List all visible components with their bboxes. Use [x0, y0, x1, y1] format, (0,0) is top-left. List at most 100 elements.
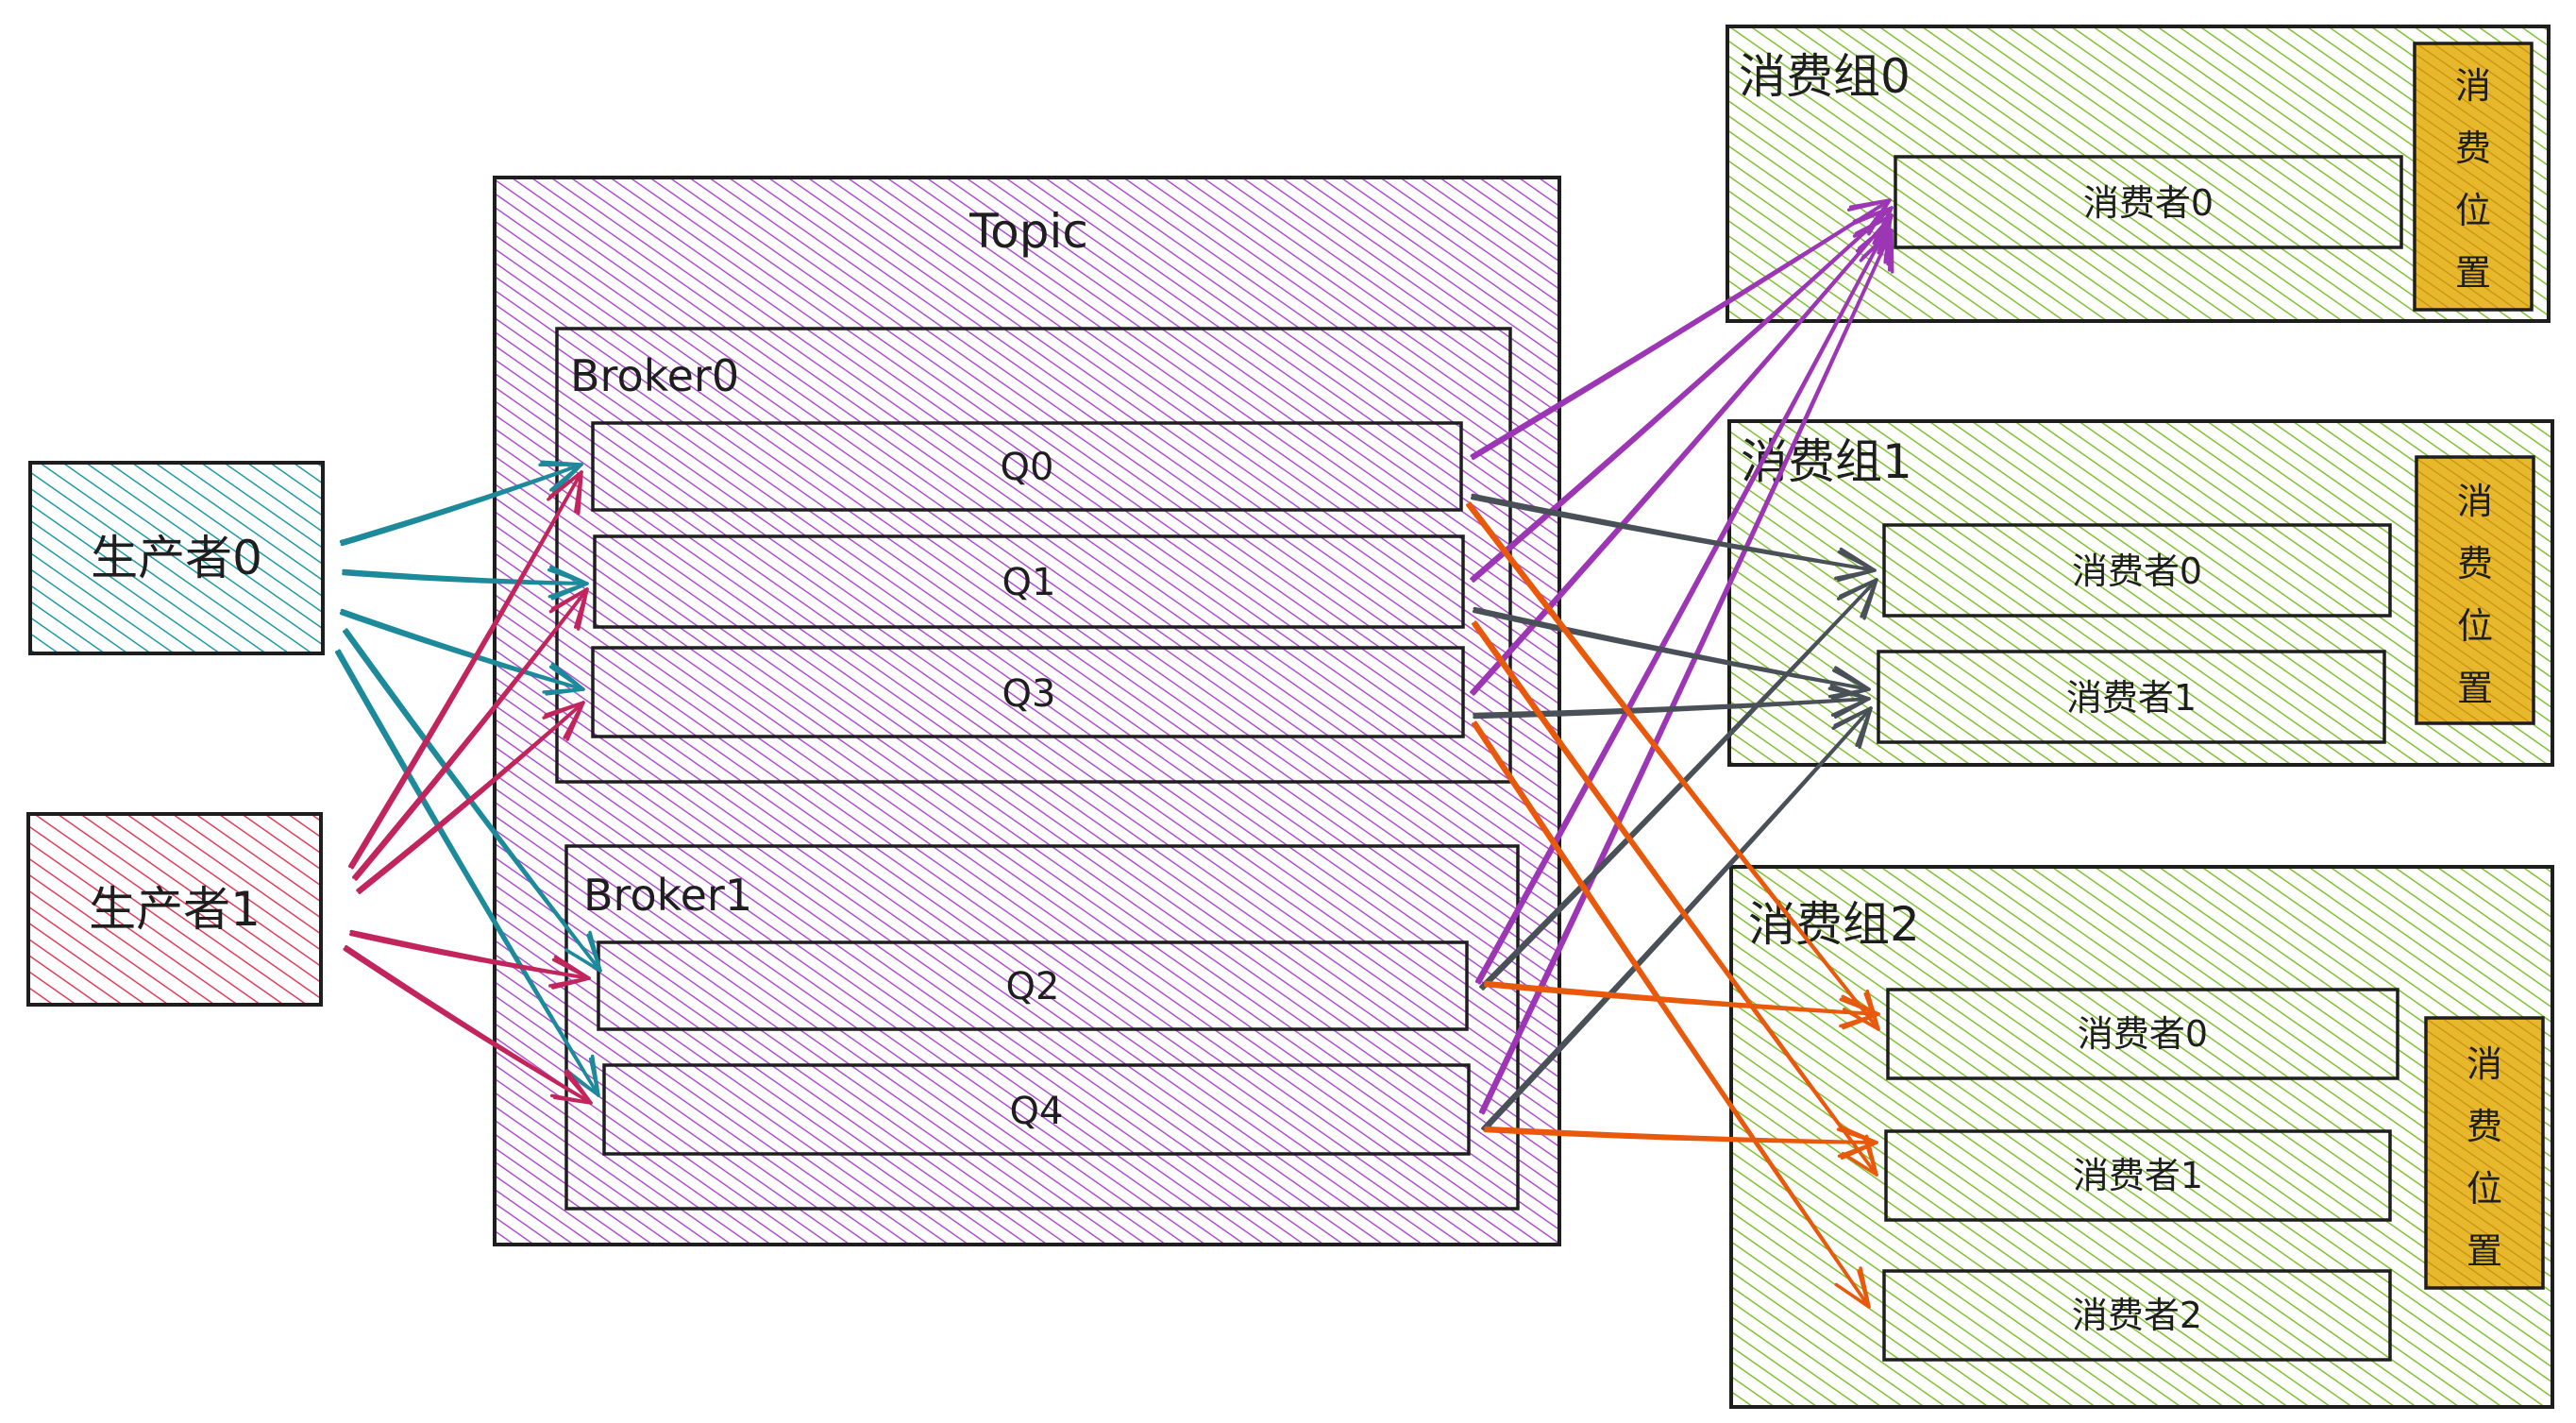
arrow-q0-to-group-2-consumer-0-head	[1842, 989, 1880, 1031]
arrow-producer-0-to-q1-head	[547, 565, 589, 601]
arrow-q4-to-group-0-shaft	[1478, 229, 1894, 1114]
group-2-offset-bar	[2424, 1016, 2545, 1290]
arrow-producer-1-to-q0	[347, 470, 583, 870]
producer-0-label: 生产者0	[91, 531, 262, 585]
arrow-q1-to-group-0-shaft	[1470, 206, 1894, 581]
queue-q0-label: Q0	[1001, 446, 1054, 489]
arrow-q2-to-group-2-consumer-0-head	[1839, 994, 1880, 1030]
group-2-offset-char-1: 消	[2467, 1043, 2502, 1085]
arrow-q4-to-group-0	[1478, 229, 1894, 1115]
arrow-q2-to-group-0	[1474, 221, 1892, 985]
arrow-producer-0-to-q4-head	[565, 1054, 600, 1097]
topic-label: Topic	[968, 204, 1088, 259]
consumer-group-1-label: 消费组1	[1741, 434, 1912, 489]
arrow-producer-0-to-q0-head	[538, 460, 583, 494]
group-0-offset-char-3: 位	[2455, 190, 2491, 231]
arrow-q1-to-group-1-consumer-1-shaft	[1473, 606, 1871, 691]
arrow-q2-to-group-1-consumer-0	[1479, 578, 1878, 991]
arrow-q1-to-group-2-consumer-1-head	[1841, 1134, 1878, 1177]
arrow-q4-to-group-2-consumer-1-head	[1836, 1125, 1878, 1160]
group-2-offset: 消 费 位 置	[2424, 1016, 2545, 1290]
arrow-producer-0-to-q0	[339, 460, 583, 547]
arrow-q1-to-group-2-consumer-1-shaft	[1473, 620, 1878, 1177]
arrow-q4-to-group-2-consumer-1	[1484, 1125, 1878, 1160]
group-1-consumer-0: 消费者0	[1882, 523, 2392, 618]
queue-q1-box	[593, 534, 1465, 629]
group-2-consumer-2-label: 消费者2	[2072, 1295, 2202, 1336]
group-2-consumer-2: 消费者2	[1882, 1269, 2392, 1362]
arrow-producer-1-to-q4	[343, 944, 593, 1105]
arrow-producer-0-to-q0-shaft	[339, 463, 583, 544]
arrow-producer-1-to-q4-shaft	[345, 944, 593, 1105]
arrow-q2-to-group-0-shaft	[1474, 221, 1892, 984]
producer-0: 生产者0	[28, 461, 325, 655]
arrow-q3-to-group-2-consumer-2-shaft	[1473, 720, 1871, 1309]
arrow-producer-0-to-q3-head	[542, 662, 585, 696]
group-0-offset: 消 费 位 置	[2413, 42, 2534, 312]
arrow-producer-0-to-q3	[339, 608, 585, 696]
queue-q0-box	[591, 421, 1463, 512]
group-1-offset: 消 费 位 置	[2415, 455, 2535, 725]
group-1-consumer-0-label: 消费者0	[2072, 551, 2202, 592]
arrow-q2-to-group-1-consumer-0-shaft	[1479, 578, 1878, 989]
group-0-offset-bar	[2413, 42, 2534, 312]
arrow-q0-to-group-1-consumer-0	[1470, 493, 1877, 583]
queue-q3-box	[591, 646, 1465, 738]
arrow-q4-to-group-0-head	[1859, 229, 1894, 274]
arrow-producer-1-to-q2	[348, 929, 591, 990]
group-0-offset-char-4: 置	[2455, 252, 2491, 294]
consumer-group-1: 消费组1 消费者0 消费者1 消 费 位 置	[1727, 419, 2554, 767]
group-2-consumer-0-box	[1886, 988, 2399, 1080]
group-0-consumer-0: 消费者0	[1894, 155, 2403, 249]
group-2-consumer-0-label: 消费者0	[2078, 1013, 2208, 1055]
arrow-producer-0-to-q4	[334, 649, 600, 1097]
consumer-group-0: 消费组0 消费者0 消 费 位 置	[1726, 25, 2551, 323]
group-2-offset-char-3: 位	[2467, 1168, 2502, 1210]
group-2-consumer-1-box	[1884, 1129, 2392, 1222]
arrow-q1-to-group-1-consumer-1-head	[1827, 666, 1871, 701]
queue-q0: Q0	[591, 421, 1463, 512]
arrow-q3-to-group-2-consumer-2	[1472, 720, 1871, 1309]
arrow-q0-to-group-2-consumer-0	[1466, 501, 1880, 1031]
group-2-consumer-0: 消费者0	[1886, 988, 2399, 1080]
consumer-group-2: 消费组2 消费者0 消费者1 消费者2 消 费 位 置	[1729, 865, 2554, 1409]
arrow-producer-1-to-q2-head	[548, 955, 591, 990]
group-1-offset-bar	[2415, 455, 2535, 725]
topic: Topic Broker0 Q0 Q1 Q3 Broker1	[493, 176, 1561, 1246]
group-0-consumer-0-box	[1894, 155, 2403, 249]
group-1-consumer-1: 消费者1	[1877, 650, 2386, 744]
arrow-q2-to-group-1-consumer-0-head	[1836, 578, 1878, 620]
queue-q1: Q1	[593, 534, 1465, 629]
queue-q2-label: Q2	[1006, 965, 1060, 1008]
group-1-offset-char-4: 置	[2457, 668, 2493, 709]
arrow-q3-to-group-1-consumer-1	[1473, 684, 1871, 720]
arrow-q1-to-group-1-consumer-1	[1472, 606, 1871, 701]
arrows	[334, 198, 1894, 1309]
arrow-producer-0-to-q2-head	[564, 930, 602, 973]
arrow-producer-1-to-q3-head	[542, 701, 585, 741]
group-2-consumer-2-box	[1882, 1269, 2392, 1362]
queue-q4: Q4	[602, 1063, 1471, 1156]
producer-0-box	[28, 461, 325, 655]
consumer-group-2-label: 消费组2	[1748, 897, 1920, 952]
arrow-producer-1-to-q3-shaft	[356, 701, 585, 892]
arrow-producer-1-to-q3	[356, 701, 585, 894]
arrow-q0-to-group-1-consumer-0-head	[1834, 547, 1877, 583]
producer-1-label: 生产者1	[89, 882, 261, 937]
producer-1-box	[26, 812, 323, 1007]
group-0-offset-char-2: 费	[2455, 127, 2491, 169]
group-2-offset-char-4: 置	[2467, 1230, 2502, 1272]
arrow-producer-1-to-q2-shaft	[349, 929, 591, 980]
group-1-offset-char-3: 位	[2457, 605, 2493, 647]
arrow-q0-to-group-0-shaft	[1470, 198, 1892, 458]
queue-q4-label: Q4	[1010, 1090, 1064, 1133]
arrow-q2-to-group-0-head	[1855, 221, 1892, 266]
arrow-q0-to-group-2-consumer-0-shaft	[1468, 501, 1880, 1031]
arrow-producer-1-to-q4-head	[549, 1069, 593, 1105]
broker-0: Broker0 Q0 Q1 Q3	[555, 327, 1512, 784]
group-1-consumer-0-box	[1882, 523, 2392, 618]
queue-q2-box	[597, 940, 1469, 1031]
arrow-producer-0-to-q3-shaft	[340, 608, 585, 691]
arrow-q2-to-group-2-consumer-0-shaft	[1484, 980, 1880, 1016]
